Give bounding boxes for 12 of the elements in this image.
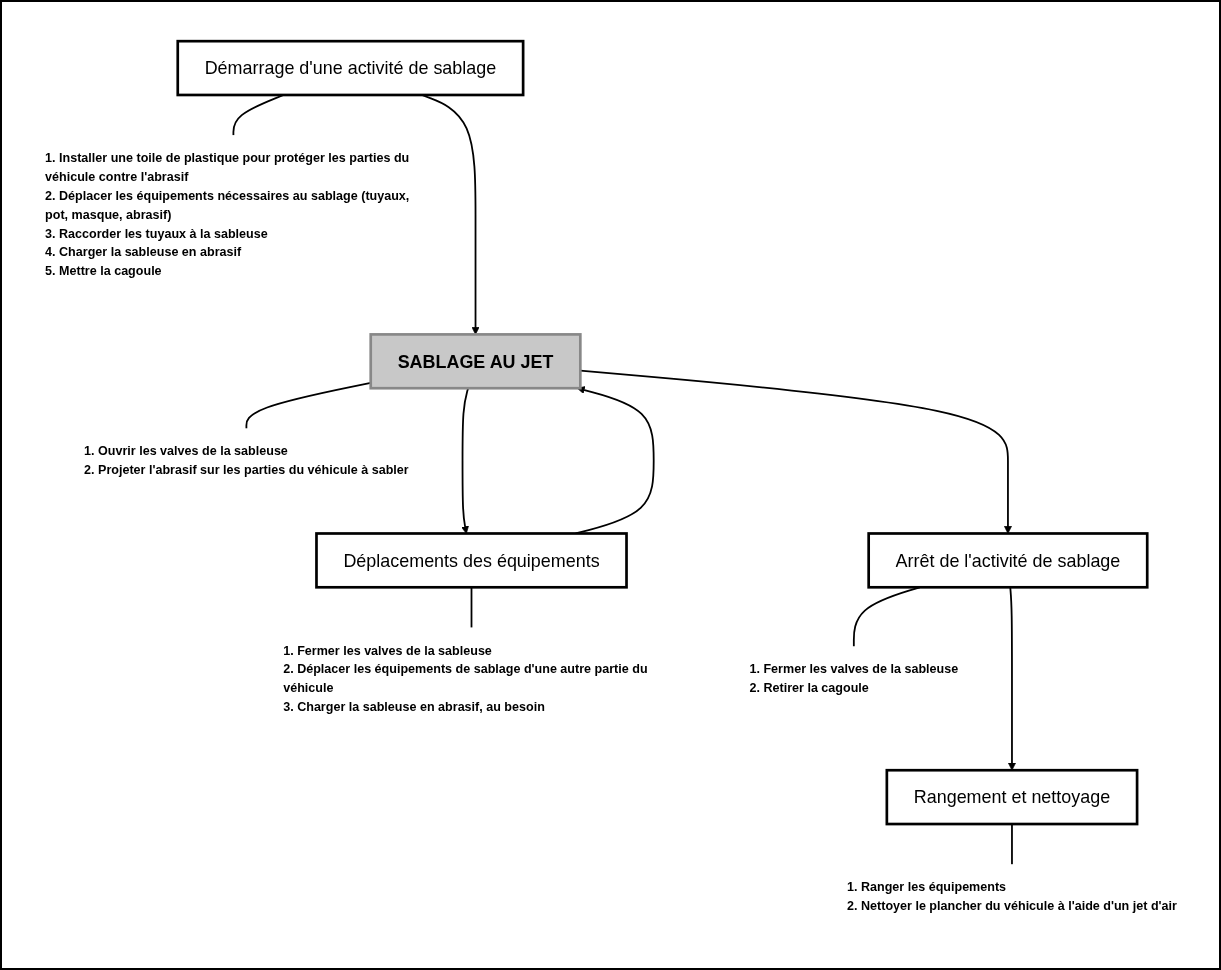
node-text: 1. Ranger les équipements 2. Nettoyer le plancher du véhicule à l'aide d'un jet d'air <box>846 879 1177 913</box>
node-box: Déplacements des équipements <box>314 532 628 589</box>
node-text: 1. Installer une toile de plastique pour protéger les parties du véhicule contre l'abrasif 2. Déplacer les équipements nécessaires au sablage (tuyaux, pot, masque, abrasif) 3. Raccorder les tuyaux à la sableuse 4. Charger la sableuse en abrasif 5. Mettre la cagoule <box>44 150 409 278</box>
node-box: SABLAGE AU JET <box>368 333 582 390</box>
node-box: Rangement et nettoyage <box>885 768 1138 826</box>
connector <box>1010 823 1013 866</box>
node-box: Arrêt de l'activité de sablage <box>866 532 1149 589</box>
connector <box>232 94 284 137</box>
node-text: 1. Ouvrir les valves de la sableuse 2. Projeter l'abrasif sur les parties du véhicule à sabler <box>83 443 409 477</box>
node-box: Démarrage d'une activité de sablage <box>175 39 524 97</box>
node-text: 1. Fermer les valves de la sableuse 2. Retirer la cagoule <box>748 661 958 695</box>
node-text: 1. Fermer les valves de la sableuse 2. Déplacer les équipements de sablage d'une autre partie du véhicule 3. Charger la sableuse en abrasif, au besoin <box>282 642 648 714</box>
